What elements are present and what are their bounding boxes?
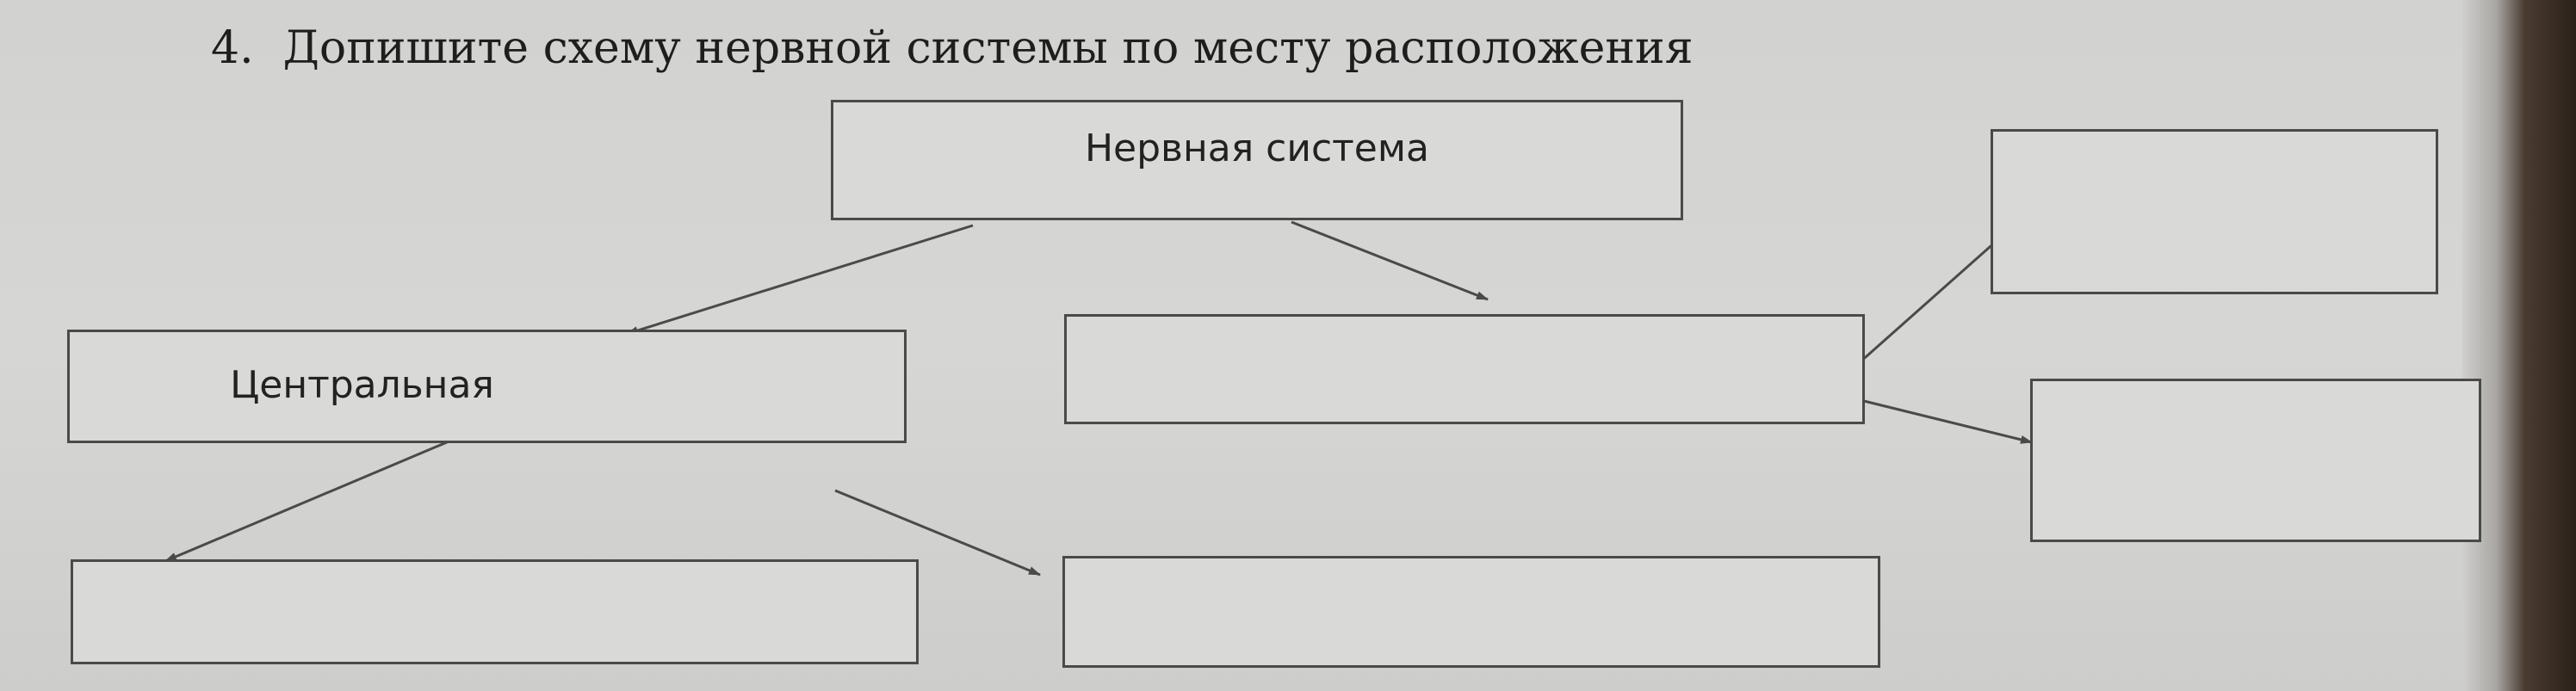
root-box: Нервная система	[831, 100, 1683, 220]
task-title: 4. Допишите схему нервной системы по мест…	[211, 22, 1694, 74]
arrow-central-to-sub-right	[834, 489, 1041, 577]
arrow-middle-to-top-right	[1850, 232, 2005, 372]
page-edge	[2462, 0, 2576, 691]
task-number: 4.	[211, 22, 254, 74]
empty-box-middle[interactable]	[1064, 314, 1865, 424]
arrow-middle-to-mid-right	[1863, 399, 2033, 444]
task-text: Допишите схему нервной системы по месту …	[282, 22, 1694, 74]
arrow-central-to-sub-left	[164, 429, 476, 563]
empty-box-bottom-left[interactable]	[71, 559, 919, 664]
root-label: Нервная система	[1084, 126, 1430, 170]
central-label: Центральная	[230, 362, 494, 407]
arrow-root-to-central	[626, 224, 974, 336]
empty-box-mid-right[interactable]	[2030, 379, 2481, 542]
empty-box-top-right[interactable]	[1991, 129, 2438, 294]
central-box: Центральная	[67, 330, 907, 443]
arrow-root-to-peripheral	[1291, 220, 1489, 301]
empty-box-bottom-middle[interactable]	[1062, 556, 1880, 668]
